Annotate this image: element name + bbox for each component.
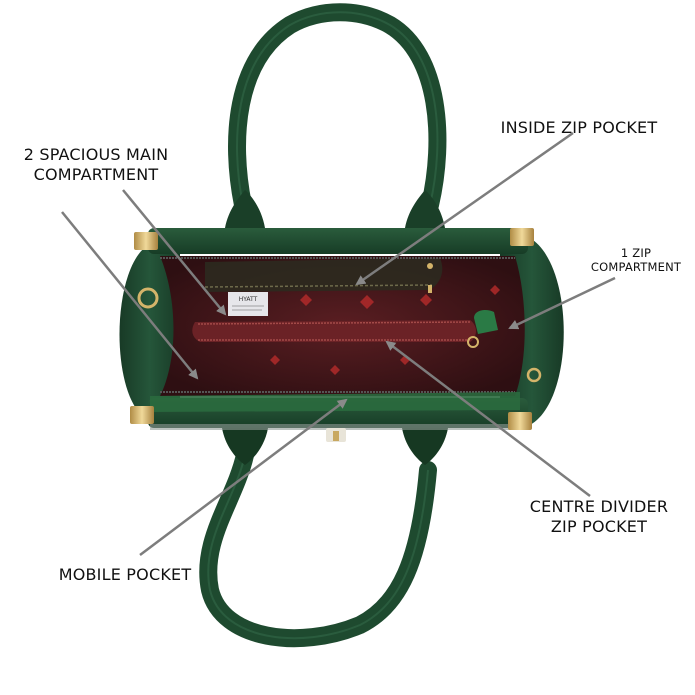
callout-main-compartment-line2: COMPARTMENT [33, 164, 159, 184]
callout-mobile-pocket-text: MOBILE POCKET [58, 565, 192, 584]
callout-centre-divider-line1: CENTRE DIVIDER [529, 497, 669, 516]
gold-corner-cap [134, 232, 158, 250]
callout-inside-zip-pocket: INSIDE ZIP POCKET [468, 118, 690, 138]
callout-one-zip-compartment: 1 ZIP COMPARTMENT [584, 246, 688, 275]
arrow-mobile-pocket [139, 398, 348, 556]
top-handle [225, 3, 447, 228]
arrow-one-zip-compartment [508, 276, 616, 330]
gold-corner-cap [510, 228, 534, 246]
svg-text:HYATT: HYATT [239, 296, 258, 303]
bag-body [119, 228, 564, 442]
callout-centre-divider: CENTRE DIVIDER ZIP POCKET [508, 497, 690, 536]
arrow-inside-zip-pocket [355, 131, 574, 286]
callout-main-compartment: 2 SPACIOUS MAIN COMPARTMENT [6, 145, 186, 184]
callout-inside-zip-pocket-text: INSIDE ZIP POCKET [500, 118, 658, 137]
arrow-main-compartment-upper [122, 189, 227, 316]
callout-centre-divider-line2: ZIP POCKET [550, 516, 648, 536]
callout-one-zip-line1: 1 ZIP [620, 246, 652, 260]
callout-main-compartment-line1: 2 SPACIOUS MAIN [23, 145, 169, 164]
callout-one-zip-line2: COMPARTMENT [590, 260, 682, 275]
callout-mobile-pocket: MOBILE POCKET [45, 565, 205, 585]
brand-tag: HYATT [228, 292, 268, 316]
gold-corner-cap [508, 412, 532, 430]
bottom-handle [199, 428, 448, 648]
arrow-centre-divider [385, 340, 591, 497]
gold-corner-cap [130, 406, 154, 424]
callout-arrows [61, 131, 616, 556]
arrow-main-compartment-lower [61, 211, 199, 380]
